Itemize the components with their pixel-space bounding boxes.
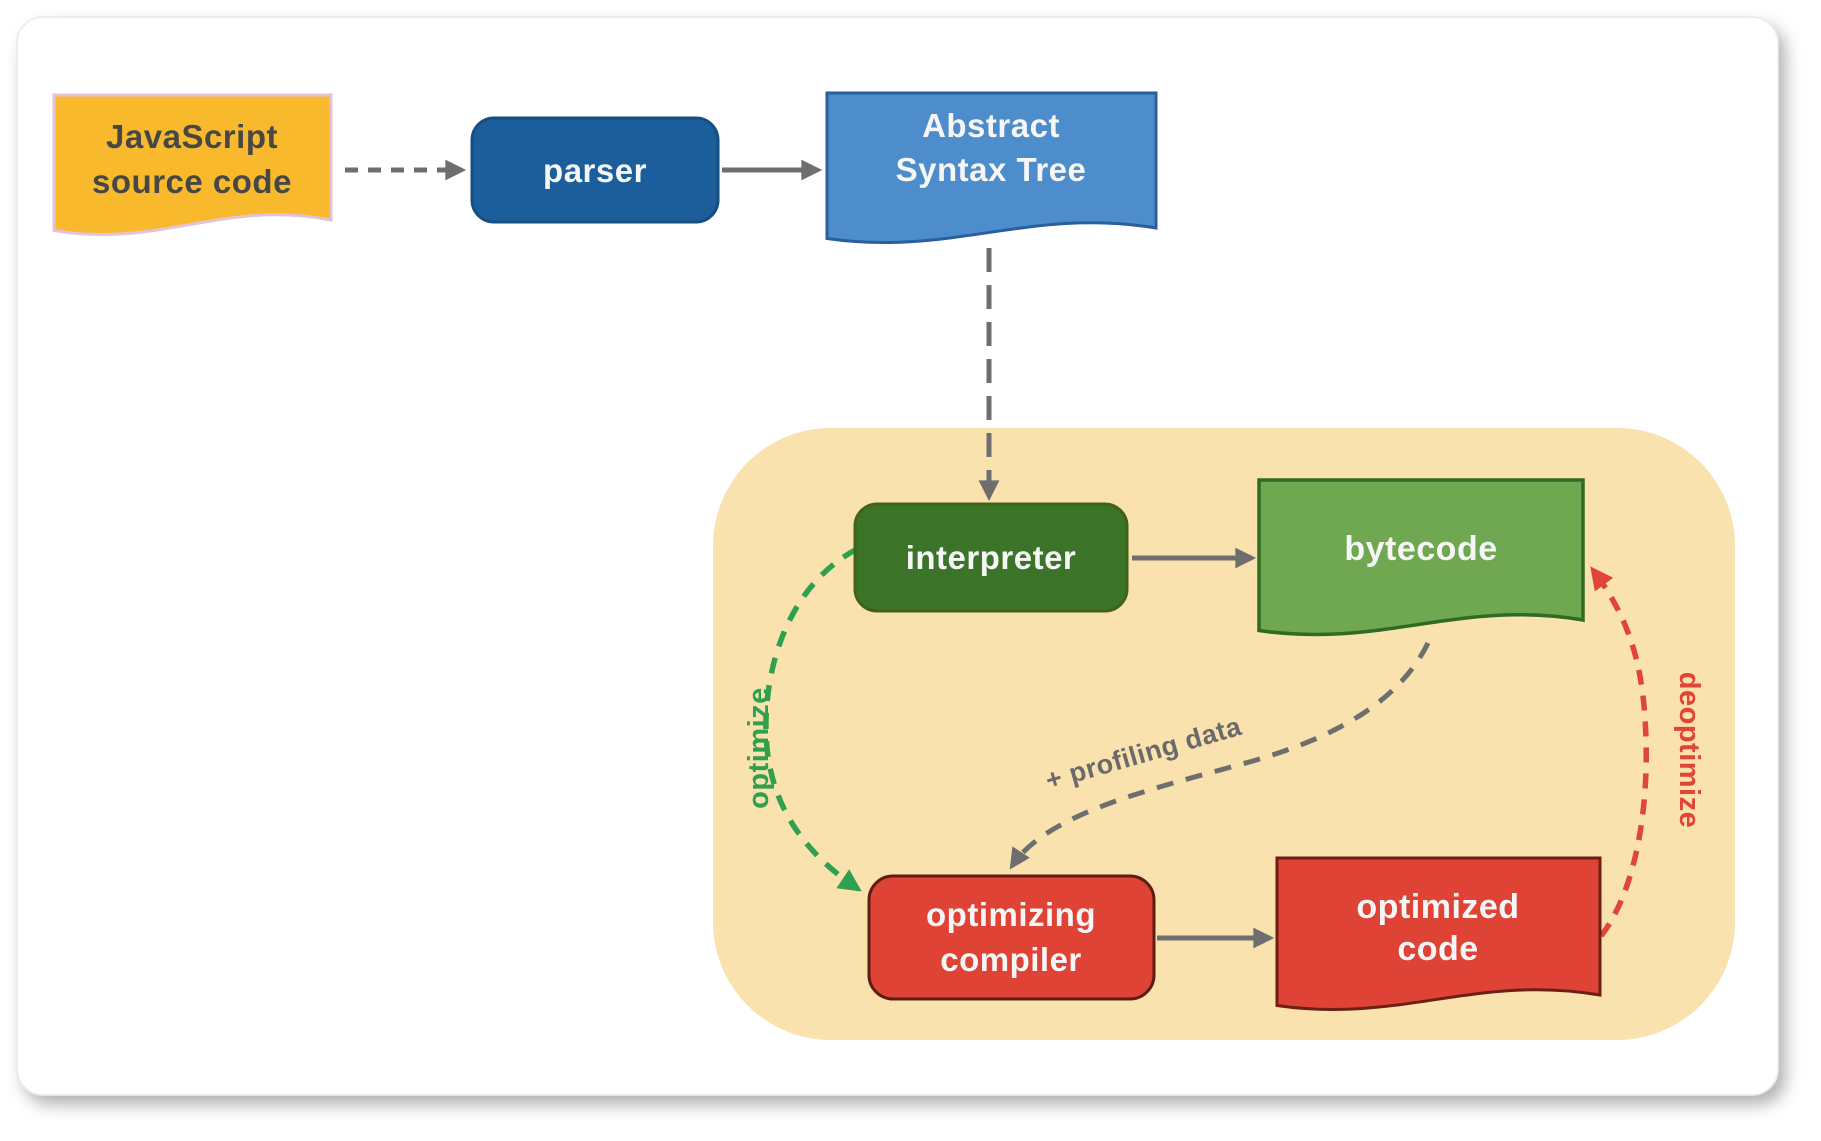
optimized-label-line1: optimized	[1356, 888, 1519, 926]
arrow-optimize	[763, 546, 862, 892]
ast-label-line1: Abstract	[922, 107, 1060, 144]
source-label-line1: JavaScript	[106, 118, 278, 155]
parser-box	[470, 116, 720, 224]
compiler-label-line2: compiler	[940, 941, 1082, 978]
parser-label: parser	[543, 152, 647, 189]
arrow-bytecode-to-compiler	[1009, 641, 1431, 870]
ast-doc	[825, 91, 1158, 245]
ast-label-line2: Syntax Tree	[896, 151, 1087, 188]
optimized-label-line2: code	[1397, 930, 1478, 968]
optimized-doc	[1275, 856, 1602, 1012]
bytecode-doc	[1257, 478, 1585, 637]
interpreter-label: interpreter	[906, 539, 1077, 576]
interpreter-box	[853, 502, 1129, 613]
compiler-label-line1: optimizing	[926, 896, 1096, 933]
compiler-box	[867, 874, 1156, 1001]
bytecode-label: bytecode	[1344, 530, 1497, 568]
deoptimize-label: deoptimize	[1673, 672, 1705, 828]
arrow-deoptimize	[1590, 566, 1649, 938]
source-doc	[52, 93, 333, 237]
source-label-line2: source code	[92, 163, 292, 200]
optimize-label: optimize	[743, 687, 775, 809]
